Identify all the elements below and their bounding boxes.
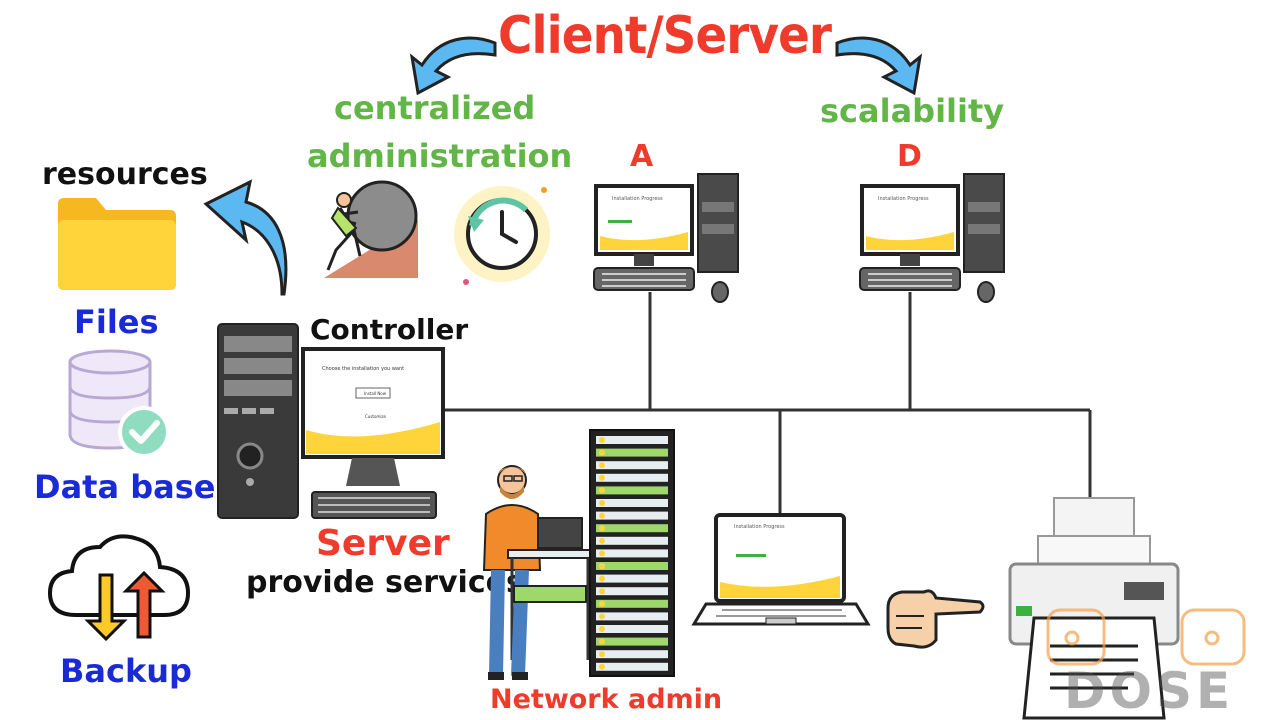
server-rack (589, 429, 675, 677)
resources-heading: resources (42, 157, 208, 192)
network-admin-person (482, 465, 593, 680)
folder-icon (58, 198, 176, 290)
resource-databases: Data bases (34, 468, 235, 506)
resource-backup: Backup (60, 652, 192, 690)
server-role: provide services (246, 565, 524, 600)
client-d-screen-title: Installation Progress (878, 196, 929, 202)
client-label-a: A (630, 139, 654, 174)
installer-title: Choose the installation you want (322, 366, 405, 372)
network-admin-label: Network admin (490, 684, 723, 715)
printer (1008, 497, 1180, 720)
laptop (691, 513, 871, 626)
installer-install-button: Install Now (364, 391, 387, 396)
feature-scalability: scalability (820, 92, 1005, 130)
feature-administration: administration (307, 137, 573, 175)
dose-logo-icon (1046, 608, 1246, 666)
cloud-backup-icon (47, 534, 191, 642)
laptop-screen-title: Installation Progress (734, 524, 785, 530)
resource-files: Files (74, 303, 159, 341)
database-icon (68, 349, 170, 458)
watermark-text: DOSE (1064, 662, 1235, 720)
controller-label: Controller (310, 313, 469, 346)
server-label: Server (316, 523, 450, 564)
client-computer-a (593, 173, 739, 303)
feature-centralized: centralized (334, 89, 536, 127)
installer-customize-button: Customize (365, 414, 386, 419)
controller-monitor (301, 347, 445, 519)
curved-arrow-left-icon (409, 36, 497, 96)
pointing-hand-icon (886, 589, 985, 649)
client-computer-d (859, 173, 1005, 303)
client-a-screen-title: Installation Progress (612, 196, 663, 202)
boulder-push-icon (324, 180, 418, 278)
diagram-title: Client/Server (498, 6, 832, 66)
client-label-d: D (897, 139, 922, 174)
server-tower (217, 323, 299, 519)
up-arrow-icon (203, 179, 288, 296)
clock-update-icon (454, 186, 550, 285)
curved-arrow-right-icon (835, 36, 923, 96)
